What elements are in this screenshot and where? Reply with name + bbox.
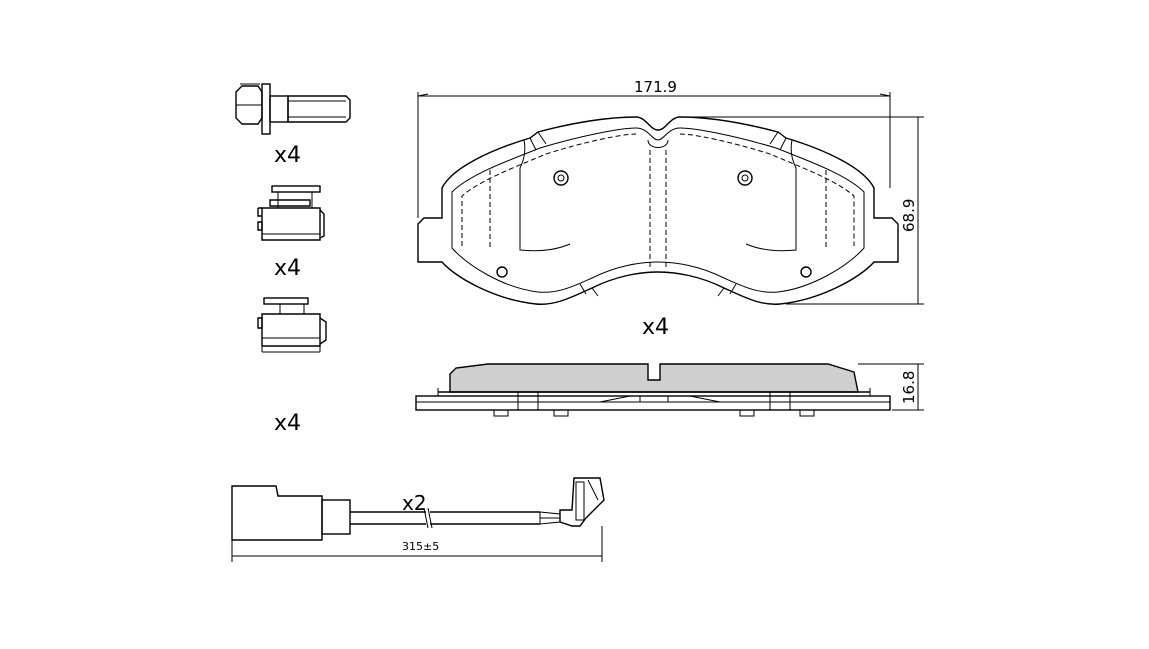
pad-thickness-label: 16.8 — [900, 371, 918, 404]
brake-pad-side-view — [415, 363, 891, 417]
wear-sensor-drawing — [231, 477, 605, 541]
brake-pad-front-view — [417, 116, 899, 305]
pad-thickness-dimension — [858, 363, 924, 411]
clip-b-drawing — [257, 297, 327, 353]
sensor-length-label: 315±5 — [402, 540, 439, 553]
bolt-drawing — [235, 83, 351, 135]
sensor-quantity: x2 — [402, 491, 427, 515]
clip-a-quantity: x4 — [274, 256, 301, 281]
bolt-quantity: x4 — [274, 143, 301, 168]
pad-quantity: x4 — [642, 315, 669, 340]
pad-width-dimension — [417, 92, 891, 218]
clip-a-drawing — [257, 185, 325, 241]
friction-material — [449, 363, 859, 393]
clip-b-quantity: x4 — [274, 411, 301, 436]
sensor-length-dimension — [231, 526, 603, 562]
pad-height-label: 68.9 — [900, 199, 918, 232]
pad-width-label: 171.9 — [634, 78, 677, 96]
pad-height-dimension — [680, 116, 924, 305]
